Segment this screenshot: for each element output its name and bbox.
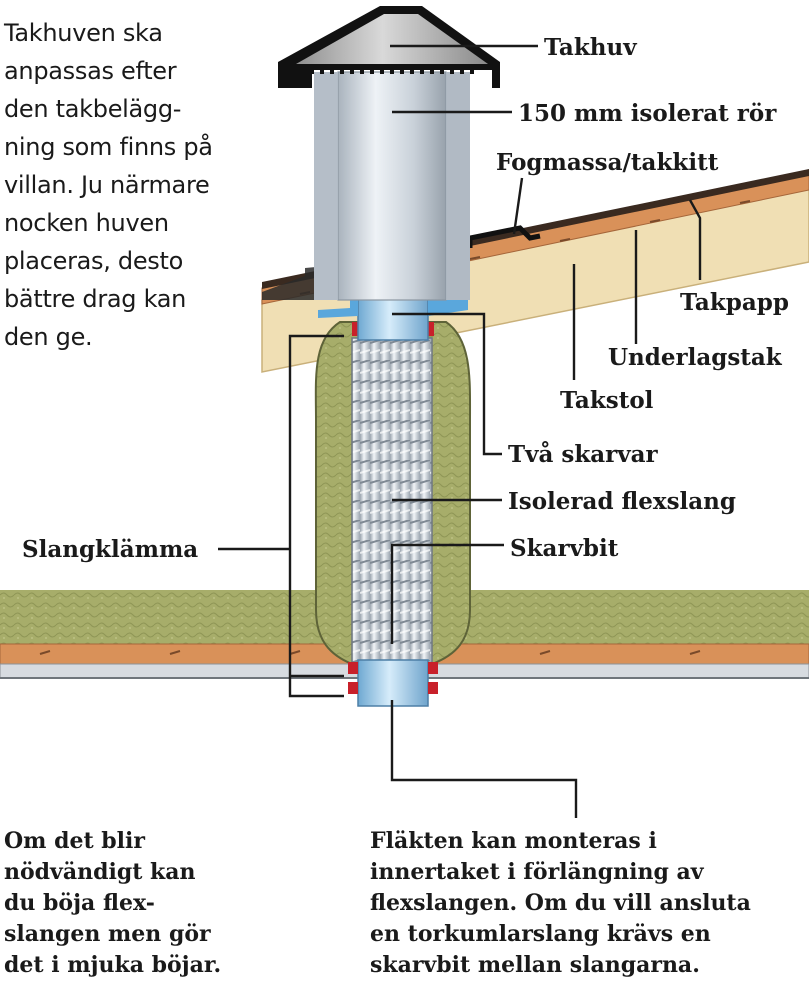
label-isolerad-flexslang: Isolerad flexslang xyxy=(508,488,736,515)
label-fogmassa: Fogmassa/takkitt xyxy=(496,149,719,176)
leader-lines xyxy=(218,44,702,818)
label-takhuv: Takhuv xyxy=(544,34,637,61)
label-skarvbit: Skarvbit xyxy=(510,535,619,562)
intro-text: Takhuven ska anpassas efter den takbeläg… xyxy=(4,19,213,351)
roof-hood xyxy=(278,6,500,88)
upper-connector xyxy=(357,297,429,341)
note-fan-mounting: Fläkten kan monteras i innertaket i förl… xyxy=(370,828,751,978)
note-bending: Om det blir nödvändigt kan du böja flex-… xyxy=(4,828,222,978)
label-takpapp: Takpapp xyxy=(680,289,789,316)
label-isolerat-ror: 150 mm isolerat rör xyxy=(518,100,777,127)
label-tva-skarvar: Två skarvar xyxy=(508,441,659,468)
label-underlagstak: Underlagstak xyxy=(608,344,783,371)
label-takstol: Takstol xyxy=(560,387,654,414)
label-slangklamma: Slangklämma xyxy=(22,536,198,563)
connector-piece xyxy=(357,659,429,707)
hose-clamps xyxy=(348,322,438,694)
